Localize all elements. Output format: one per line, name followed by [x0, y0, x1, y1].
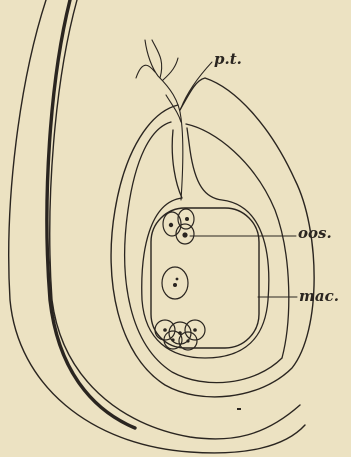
oosphere-nucleus: [182, 232, 187, 237]
pollen-tube-branch-c: [163, 58, 178, 80]
raphe-thick-line: [47, 0, 135, 428]
central-nucleus: [173, 283, 177, 287]
antipodal-nucleus-2: [178, 331, 182, 335]
nucellus: [142, 128, 269, 358]
funiculus-outer-line: [9, 0, 305, 453]
pollen-tube-branch-b: [152, 40, 162, 78]
oosphere-label: oos.: [298, 226, 332, 241]
antipodal-nucleus-5: [186, 339, 189, 342]
antipodal-nucleus-4: [171, 338, 174, 341]
macrospore-label: mac.: [299, 289, 339, 304]
ink-speck: [237, 408, 241, 410]
antipodal-nucleus-3: [193, 328, 197, 332]
antipodal-nucleus-1: [163, 328, 167, 332]
central-nucleus-2: [176, 278, 179, 281]
synergid-right-nucleus: [185, 217, 189, 221]
pollen-tube-label: p.t.: [214, 52, 242, 67]
synergid-left-nucleus: [169, 223, 173, 227]
pollen-tube-main: [145, 40, 183, 200]
